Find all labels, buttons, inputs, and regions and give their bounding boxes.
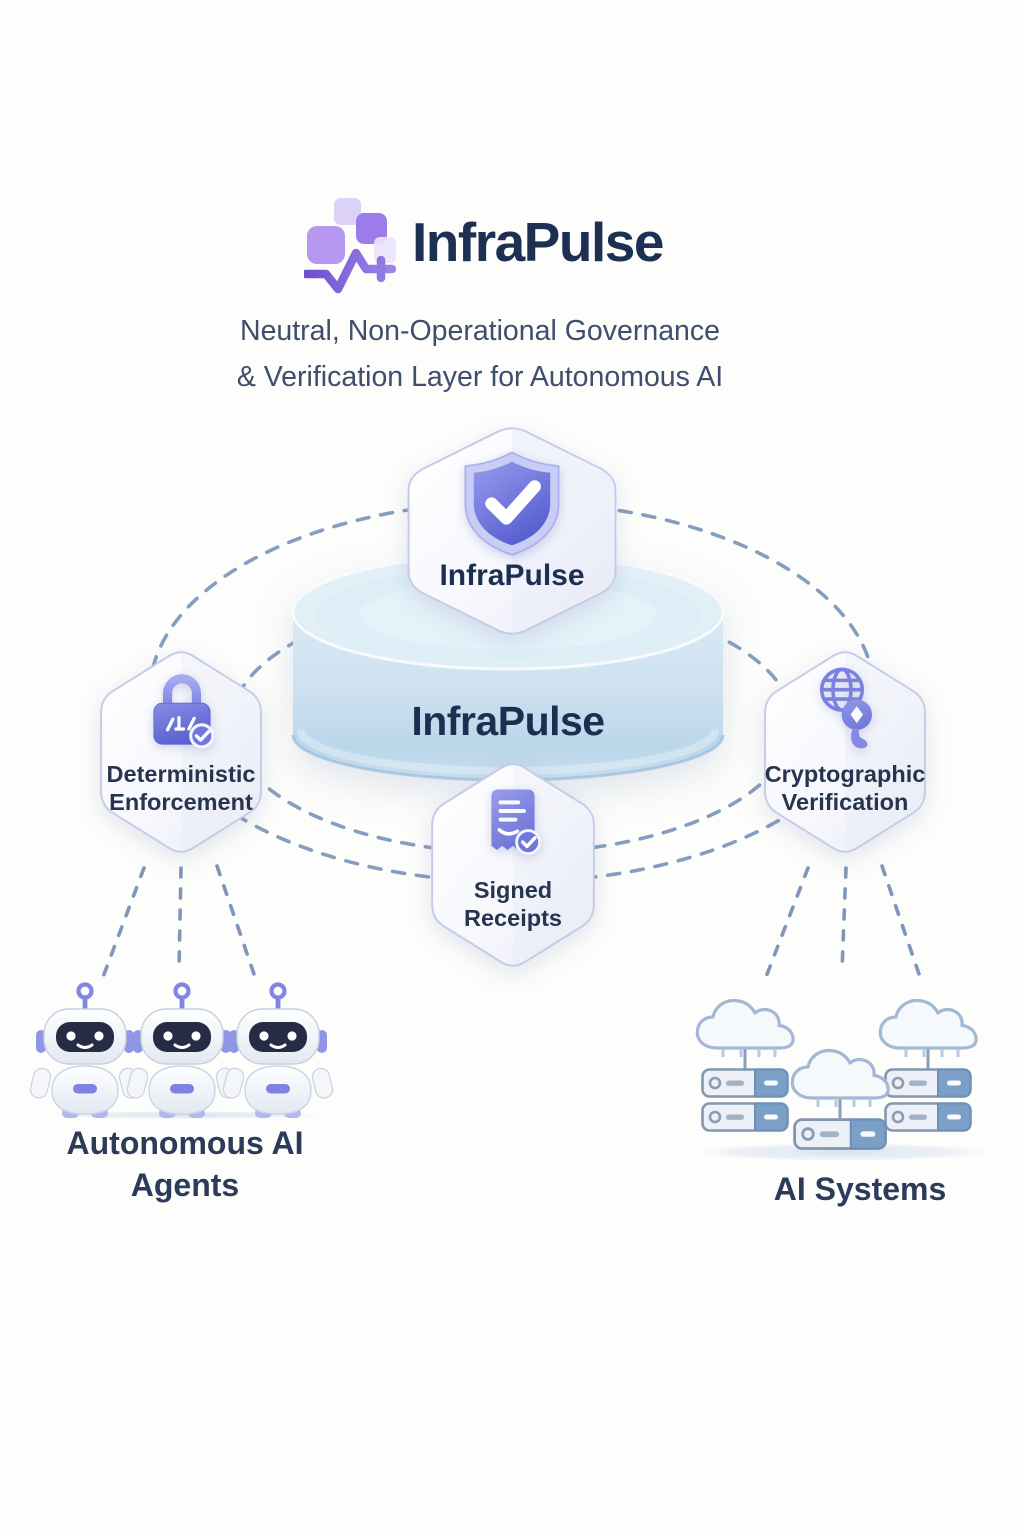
tagline-line-2: & Verification Layer for Autonomous AI <box>236 361 724 393</box>
robot-icon <box>29 985 142 1119</box>
hub-badge: InfraPulse <box>402 421 622 641</box>
brand-title: InfraPulse <box>412 211 664 273</box>
cloud-server-icon <box>695 998 795 1132</box>
system-link-line <box>880 864 922 979</box>
node-label: Signed Receipts <box>427 876 599 932</box>
system-link-line <box>764 866 810 979</box>
hexagon-shape <box>760 650 930 854</box>
ai-systems-group <box>681 998 1005 1162</box>
tagline-line-1: Neutral, Non-Operational Governance <box>239 315 720 347</box>
agent-link-line <box>101 866 146 979</box>
tagline: Neutral, Non-Operational Governance & Ve… <box>0 308 960 400</box>
ground-shadow <box>681 1142 1005 1162</box>
robot-icon <box>126 985 239 1119</box>
agents-label-line-2: Agents <box>130 1167 240 1203</box>
globe-key-icon <box>819 667 873 749</box>
lock-check-icon <box>153 674 215 749</box>
receipt-check-icon <box>491 789 542 856</box>
node-label-line-1: Signed <box>473 877 553 903</box>
node-label-line-2: Enforcement <box>109 789 253 815</box>
systems-label: AI Systems <box>773 1171 947 1207</box>
agent-link-line <box>177 866 183 972</box>
autonomous-agents-group <box>28 980 337 1122</box>
node-signed-receipts: Signed Receipts <box>427 757 599 973</box>
system-link-line <box>840 866 848 972</box>
node-label-line-2: Verification <box>781 789 909 815</box>
agents-label: Autonomous AI Agents <box>30 1122 340 1206</box>
node-label-line-1: Deterministic <box>106 761 256 787</box>
node-label: Deterministic Enforcement <box>96 760 266 816</box>
infrapulse-logo-icon <box>304 198 396 294</box>
node-deterministic-enforcement: Deterministic Enforcement <box>96 645 266 859</box>
robot-icon <box>222 985 335 1119</box>
agents-label-line-1: Autonomous AI <box>66 1125 304 1161</box>
shield-check-icon <box>464 451 560 556</box>
platform-label: InfraPulse <box>411 698 605 744</box>
cloud-server-icon <box>790 1048 890 1150</box>
hub-badge-label: InfraPulse <box>439 559 585 592</box>
node-cryptographic-verification: Cryptographic Verification <box>760 645 930 859</box>
agent-link-line <box>215 864 257 979</box>
node-label-line-2: Receipts <box>464 905 562 931</box>
cloud-server-icon <box>878 998 978 1132</box>
node-label: Cryptographic Verification <box>760 760 930 816</box>
node-label-line-1: Cryptographic <box>764 761 926 787</box>
